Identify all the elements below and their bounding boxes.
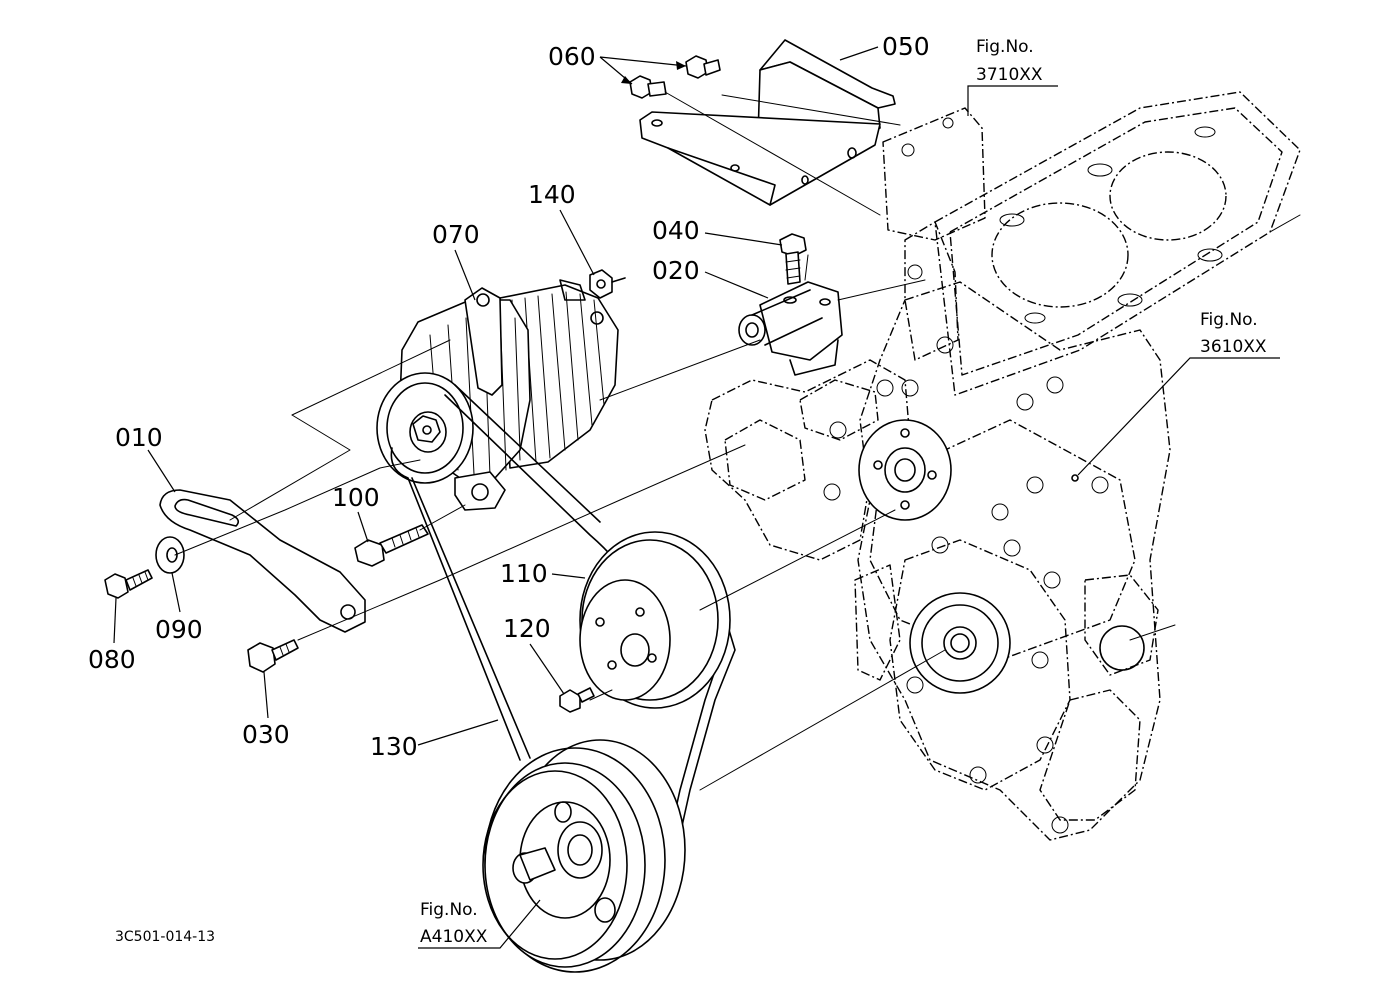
- nut-140: [589, 269, 626, 299]
- bolts-060: [629, 55, 721, 99]
- callout-040: 040: [652, 216, 700, 245]
- callout-080: 080: [88, 645, 136, 674]
- fig-ref-a410xx: Fig.No. A410XX: [418, 899, 541, 949]
- callout-130: 130: [370, 732, 418, 761]
- fig-ref-3710xx: Fig.No. 3710XX: [967, 37, 1058, 116]
- callout-070: 070: [432, 220, 480, 249]
- fig-ref-number: 3610XX: [1200, 337, 1267, 357]
- callout-010: 010: [115, 423, 163, 452]
- callout-090: 090: [155, 615, 203, 644]
- fig-ref-label: Fig.No.: [420, 900, 478, 920]
- callout-050: 050: [882, 32, 930, 61]
- bolt-080: [104, 569, 153, 599]
- callout-140: 140: [528, 180, 576, 209]
- heat-shield: [639, 39, 896, 206]
- washer-090: [155, 536, 185, 574]
- alternator-support: [738, 281, 843, 376]
- bolt-030: [247, 639, 299, 673]
- fig-ref-number: 3710XX: [976, 65, 1043, 85]
- callout-020: 020: [652, 256, 700, 285]
- adjust-bracket: [159, 489, 366, 633]
- crank-pulley: [482, 739, 686, 973]
- callouts: 010 020 030 040 050 060 070 080 090 100 …: [88, 32, 930, 761]
- callout-060: 060: [548, 42, 596, 71]
- alternator: [376, 279, 619, 511]
- callout-100: 100: [332, 483, 380, 512]
- bolt-100: [354, 524, 429, 567]
- assembly-lines: [174, 91, 1301, 791]
- fig-ref-number: A410XX: [420, 927, 488, 947]
- callout-120: 120: [503, 614, 551, 643]
- callout-030: 030: [242, 720, 290, 749]
- fig-ref-label: Fig.No.: [1200, 310, 1258, 330]
- callout-110: 110: [500, 559, 548, 588]
- fig-ref-3610xx: Fig.No. 3610XX: [1077, 310, 1280, 476]
- engine-block: [704, 91, 1301, 841]
- fig-ref-label: Fig.No.: [976, 37, 1034, 57]
- bolt-040: [779, 233, 807, 285]
- fan-pulley: [579, 531, 731, 709]
- bolt-120: [559, 687, 595, 713]
- drawing-code: 3C501-014-13: [115, 929, 215, 945]
